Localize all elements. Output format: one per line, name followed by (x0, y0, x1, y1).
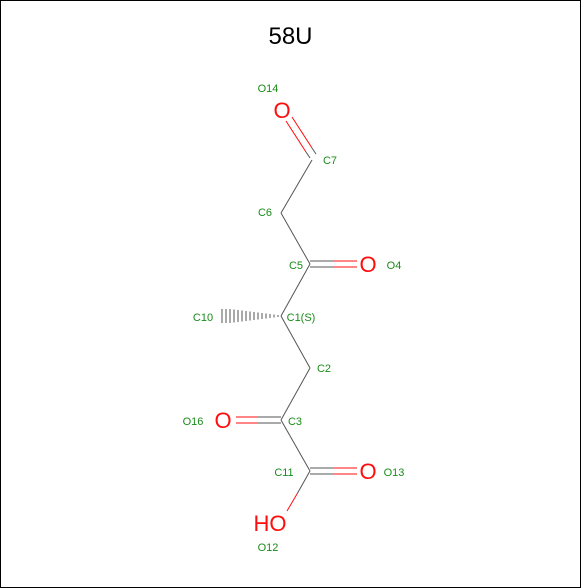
label-o16: O16 (183, 416, 204, 428)
label-c11: C11 (274, 467, 293, 479)
bond-c1-c10-hashed (221, 309, 279, 323)
bond-o14-c7-d (311, 147, 317, 155)
atom-symbols: O O O O HO (214, 98, 376, 536)
atom-labels: O14 C7 C6 C5 O4 C10 C1(S) C2 O16 C3 C11 … (183, 83, 405, 554)
label-o14: O14 (258, 83, 279, 95)
bond-c2-c3 (280, 367, 311, 421)
label-c5: C5 (289, 260, 303, 272)
atom-o14-symbol: O (273, 98, 290, 123)
bond-o14-c7-b (291, 116, 313, 149)
atom-o13-symbol: O (359, 459, 376, 484)
bond-c3-c11 (280, 419, 311, 472)
label-c2: C2 (317, 363, 331, 375)
label-o13: O13 (384, 467, 405, 479)
atom-o4-symbol: O (359, 252, 376, 277)
molecule-title: 58U (268, 23, 313, 50)
bond-c7-c6 (280, 159, 313, 214)
bond-c11-o12-a (296, 470, 311, 495)
bond-c11-o12-b (286, 493, 298, 512)
atom-o16-symbol: O (214, 408, 231, 433)
bond-o14-c7-a (285, 120, 307, 153)
label-c1: C1(S) (287, 312, 316, 324)
bond-c6-c5 (280, 212, 311, 265)
bond-c5-c1 (280, 263, 311, 317)
label-c3: C3 (288, 416, 302, 428)
bond-o14-c7-c (305, 151, 311, 159)
atom-o12-symbol: HO (254, 511, 287, 536)
label-c10: C10 (193, 312, 213, 324)
bonds (221, 116, 357, 512)
bond-c1-c2 (280, 315, 311, 369)
label-c7: C7 (323, 155, 337, 167)
label-o12: O12 (258, 542, 279, 554)
label-o4: O4 (387, 260, 402, 272)
label-c6: C6 (258, 207, 272, 219)
